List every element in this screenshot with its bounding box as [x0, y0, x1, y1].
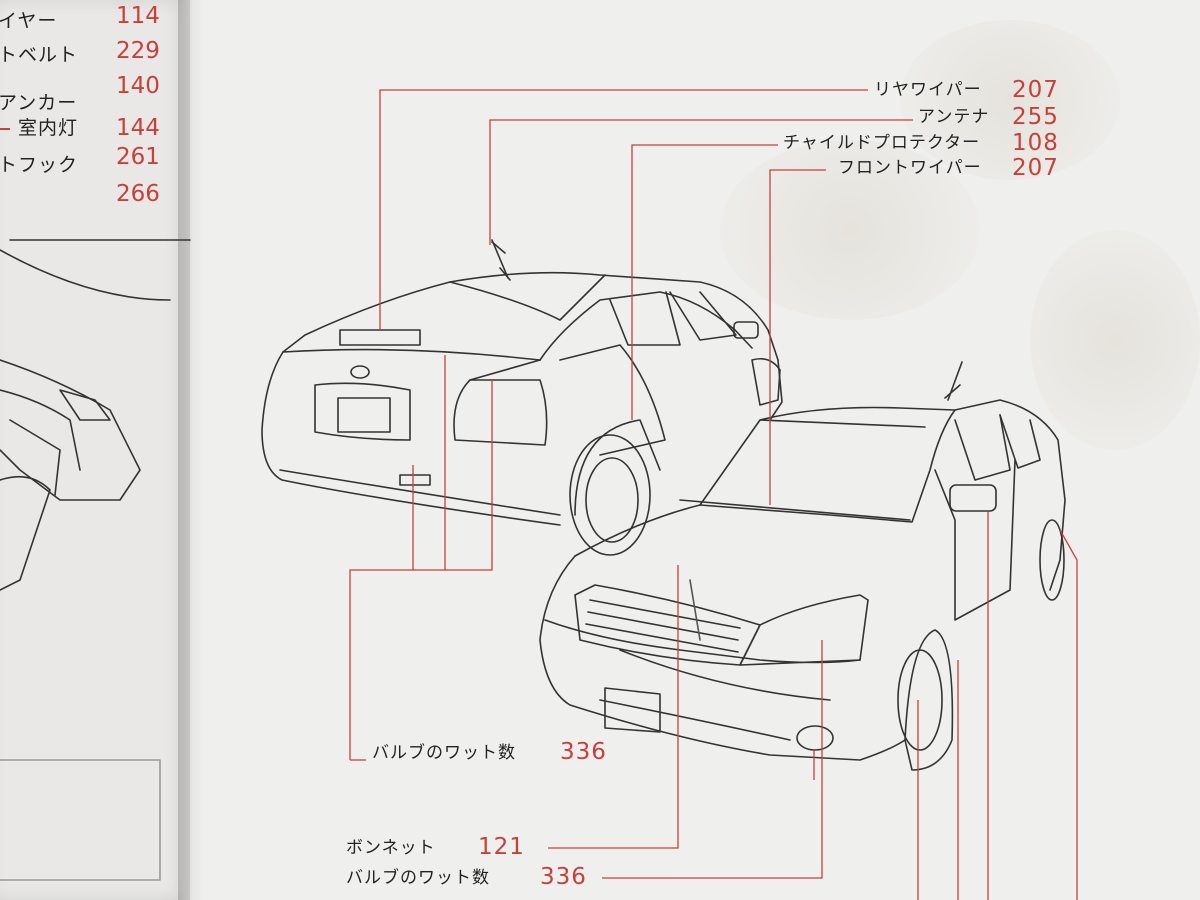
left-item-page: 144	[116, 115, 160, 141]
left-item-label: トベルト	[0, 44, 79, 66]
left-item-label: トフック	[0, 154, 79, 176]
left-item-label: イヤー	[0, 10, 58, 32]
paper-stain	[1030, 230, 1200, 450]
left-item-label: 室内灯	[18, 117, 79, 139]
front-wiper-page: 207	[1012, 155, 1059, 181]
bulb-wattage-rear-label: バルブのワット数	[372, 743, 516, 763]
rear-wiper-page: 207	[1012, 77, 1059, 103]
front-wiper-label: フロントワイパー	[838, 158, 982, 178]
left-red-dash	[0, 128, 10, 130]
left-item-page: 140	[116, 73, 160, 99]
left-item-label: アンカー	[0, 92, 78, 114]
left-item-page: 229	[116, 38, 160, 64]
paper-stain	[720, 140, 980, 320]
child-protector-label: チャイルドプロテクター	[783, 133, 981, 153]
rear-view-sedan	[261, 239, 783, 556]
left-page-interior-drawing	[0, 239, 191, 881]
antenna-page: 255	[1012, 104, 1059, 130]
bulb-wattage-rear-page: 336	[560, 739, 607, 765]
rear-wiper-label: リヤワイパー	[874, 80, 982, 100]
bonnet-page: 121	[478, 834, 525, 860]
antenna-label: アンテナ	[918, 107, 990, 127]
bonnet-label: ボンネット	[346, 838, 436, 858]
left-item-page: 266	[116, 181, 160, 207]
page-fold	[178, 0, 206, 900]
right-page	[190, 0, 1200, 900]
child-protector-page: 108	[1012, 130, 1059, 156]
bulb-wattage-front-label: バルブのワット数	[346, 868, 490, 888]
paper-stain	[900, 20, 1120, 180]
left-page	[0, 0, 190, 900]
left-item-page: 114	[116, 3, 160, 29]
left-item-page: 261	[116, 144, 160, 170]
bulb-wattage-front-page: 336	[540, 864, 587, 890]
front-view-sedan	[539, 361, 1066, 771]
